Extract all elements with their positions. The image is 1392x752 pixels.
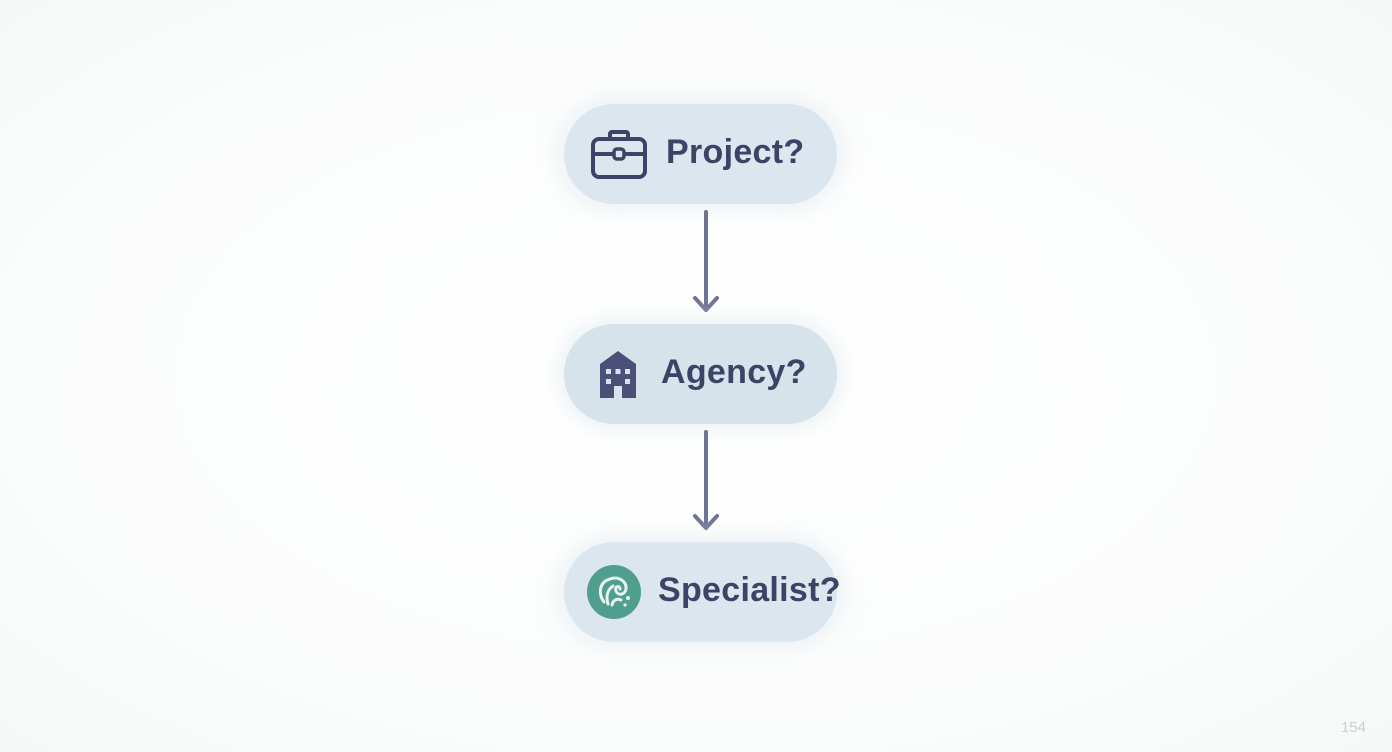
step-specialist-label: Specialist?	[658, 571, 841, 609]
arrow-agency-to-specialist	[693, 430, 719, 530]
building-icon	[598, 350, 638, 403]
specialist-brain-icon	[586, 564, 642, 625]
arrow-project-to-agency	[693, 210, 719, 312]
briefcase-icon	[591, 128, 647, 187]
step-project-node: Project?	[564, 104, 837, 204]
step-agency-node: Agency?	[564, 324, 837, 424]
step-agency-label: Agency?	[661, 353, 807, 391]
page-number: 154	[1340, 719, 1366, 736]
step-project-label: Project?	[666, 133, 805, 171]
step-specialist-node: Specialist?	[564, 542, 841, 642]
